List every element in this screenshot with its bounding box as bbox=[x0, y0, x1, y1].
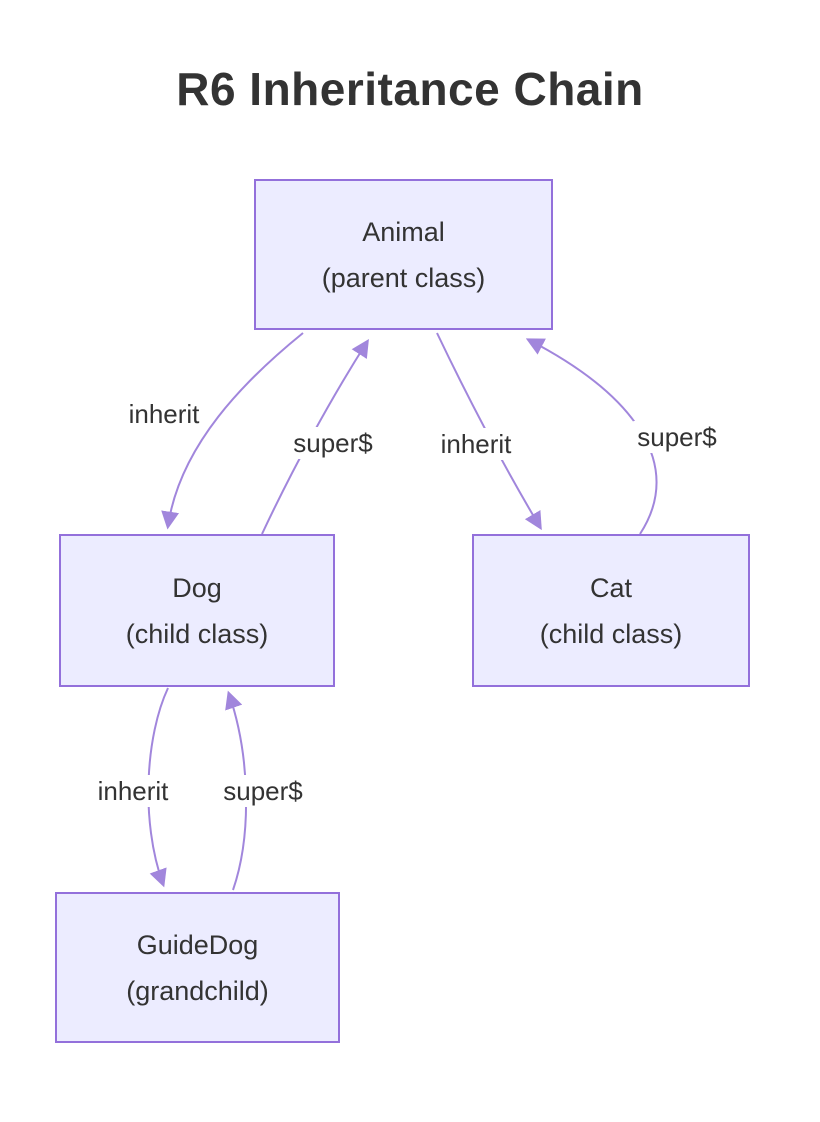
node-guidedog-role: (grandchild) bbox=[126, 975, 269, 1006]
node-animal-role: (parent class) bbox=[321, 262, 486, 293]
edge-label-inherit-dog-guidedog: inherit bbox=[93, 775, 173, 807]
node-animal: Animal (parent class) bbox=[254, 179, 553, 330]
node-cat: Cat (child class) bbox=[472, 534, 750, 687]
node-cat-name: Cat bbox=[589, 572, 633, 603]
edge-label-super-guidedog-dog: super$ bbox=[219, 775, 307, 807]
node-dog: Dog (child class) bbox=[59, 534, 335, 687]
node-dog-name: Dog bbox=[172, 572, 222, 603]
diagram-title: R6 Inheritance Chain bbox=[176, 63, 644, 115]
edge-label-super-cat-animal: super$ bbox=[633, 421, 721, 453]
node-guidedog: GuideDog (grandchild) bbox=[55, 892, 340, 1043]
node-cat-role: (child class) bbox=[539, 618, 683, 649]
edge-label-super-dog-animal: super$ bbox=[289, 427, 377, 459]
edge-animal-to-dog-inherit bbox=[161, 332, 304, 530]
edge-label-inherit-animal-cat: inherit bbox=[436, 428, 516, 460]
node-dog-role: (child class) bbox=[125, 618, 269, 649]
node-animal-name: Animal bbox=[362, 216, 445, 247]
node-guidedog-name: GuideDog bbox=[136, 929, 259, 960]
edge-label-inherit-animal-dog: inherit bbox=[124, 398, 204, 430]
